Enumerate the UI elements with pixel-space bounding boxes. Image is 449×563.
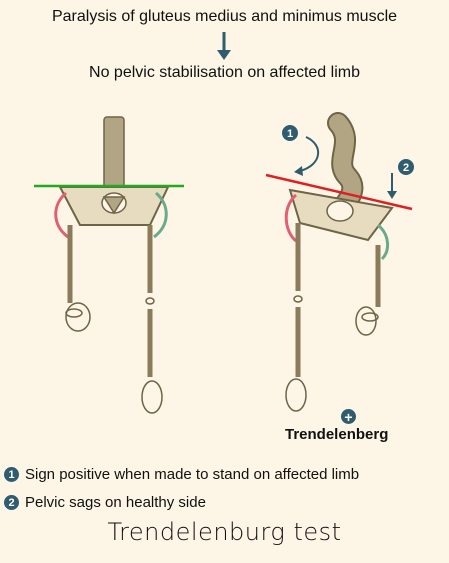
left-figure — [34, 116, 184, 414]
arrow-down-icon-2 — [387, 191, 397, 199]
step-1-badge: 1 — [282, 125, 298, 141]
svg-text:2: 2 — [403, 162, 409, 174]
muscle-left-affected — [54, 191, 69, 239]
rotate-arrow-icon — [299, 136, 319, 172]
svg-text:1: 1 — [287, 128, 293, 140]
muscle-left-affected-right — [284, 193, 298, 243]
pelvis-diagram: 1 2 — [34, 112, 414, 414]
step-2-badge: 2 — [398, 159, 414, 175]
legend-text-2: Pelvic sags on healthy side — [25, 494, 206, 511]
legend-item-1: 1 Sign positive when made to stand on af… — [4, 466, 359, 483]
header-line-1: Paralysis of gluteus medius and minimus … — [51, 8, 398, 25]
legend-item-2: 2 Pelvic sags on healthy side — [4, 494, 206, 511]
legend-badge-1: 1 — [4, 467, 19, 482]
arrow-down-icon — [216, 32, 232, 67]
right-figure: 1 2 — [265, 112, 414, 412]
tilt-line — [265, 173, 413, 211]
header-line-2: No pelvic stabilisation on affected limb — [89, 64, 360, 81]
muscle-right-healthy-right — [376, 223, 389, 261]
muscle-right-healthy — [153, 191, 168, 239]
legend-text-1: Sign positive when made to stand on affe… — [25, 466, 360, 483]
trendelenberg-label: Trendelenberg — [285, 426, 389, 443]
plus-badge-icon: + — [341, 409, 356, 425]
legend-badge-2: 2 — [4, 495, 19, 510]
caption: Trendelenburg test — [107, 518, 342, 546]
